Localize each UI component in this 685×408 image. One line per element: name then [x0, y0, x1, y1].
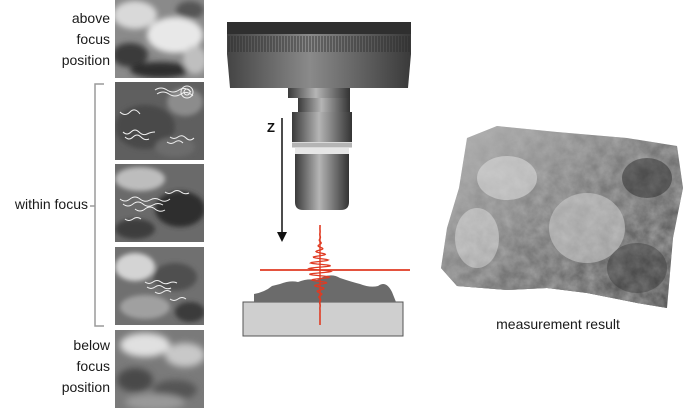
within-focus-bracket	[90, 82, 110, 330]
camera-head	[227, 22, 411, 88]
sample-surface	[254, 275, 396, 302]
z-axis-label: Z	[267, 120, 275, 135]
image-above-focus	[115, 0, 204, 78]
measurement-result-surface	[437, 118, 685, 318]
image-below-focus	[115, 330, 204, 408]
within-focus-label: within focus	[0, 194, 88, 215]
below-focus-label: below focus position	[40, 335, 110, 398]
image-within-focus-2	[115, 164, 204, 242]
below-focus-label-line3: position	[40, 377, 110, 398]
above-focus-label-line2: focus	[40, 29, 110, 50]
adapter-ring	[288, 88, 350, 98]
adapter-collar	[298, 98, 350, 112]
objective-lens	[292, 112, 352, 210]
sample-stage	[243, 302, 403, 336]
microscope-diagram: Z	[220, 10, 420, 345]
below-focus-label-line1: below	[40, 335, 110, 356]
image-within-focus-1	[115, 82, 204, 160]
above-focus-label-line1: above	[40, 8, 110, 29]
above-focus-label-line3: position	[40, 50, 110, 71]
z-axis-arrowhead	[277, 232, 287, 242]
below-focus-label-line2: focus	[40, 356, 110, 377]
image-within-focus-3	[115, 247, 204, 325]
above-focus-label: above focus position	[40, 8, 110, 71]
measurement-result-label: measurement result	[458, 316, 658, 332]
